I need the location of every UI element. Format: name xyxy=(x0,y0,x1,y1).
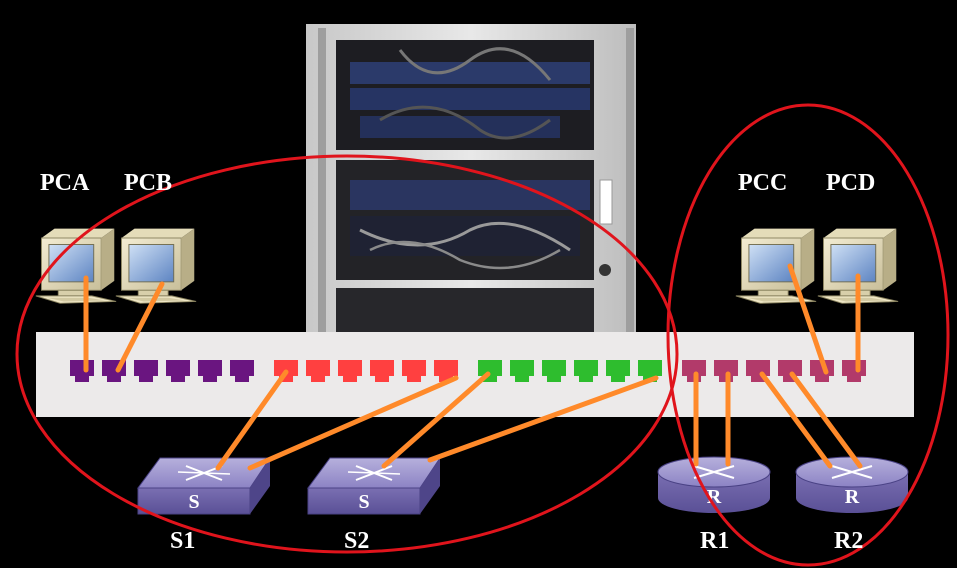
cable-pcb xyxy=(115,281,165,373)
cable-r2-b xyxy=(789,371,863,469)
port-2-5[interactable] xyxy=(402,360,426,382)
port-3-3[interactable] xyxy=(542,360,566,382)
cable-s2-green xyxy=(381,371,491,469)
group-ellipse-right xyxy=(666,103,950,567)
label-pcd: PCD xyxy=(826,170,875,196)
cable-s1-red xyxy=(215,369,289,471)
port-3-4[interactable] xyxy=(574,360,598,382)
switch-letter: S xyxy=(188,491,199,513)
cable-s2-green2 xyxy=(427,375,659,463)
router-r1[interactable]: R xyxy=(657,456,771,513)
label-pca: PCA xyxy=(40,170,90,196)
cable-pcc xyxy=(787,263,829,375)
group-ellipse-left xyxy=(15,154,679,554)
port-4-1[interactable] xyxy=(682,360,706,382)
switch-letter: S xyxy=(358,491,369,513)
port-4-5[interactable] xyxy=(810,360,834,382)
label-s1: S1 xyxy=(170,528,195,554)
switch-s2[interactable]: S xyxy=(307,457,441,515)
port-2-3[interactable] xyxy=(338,360,362,382)
router-r2[interactable]: R xyxy=(795,456,909,513)
port-1-6[interactable] xyxy=(230,360,254,382)
switch-icon xyxy=(307,457,441,515)
port-1-3[interactable] xyxy=(134,360,158,382)
label-r2: R2 xyxy=(834,528,863,554)
server-rack-photo xyxy=(306,24,636,334)
label-s2: S2 xyxy=(344,528,369,554)
pc-c[interactable] xyxy=(735,228,817,304)
label-r1: R1 xyxy=(700,528,729,554)
cables xyxy=(83,263,863,471)
cable-s1-green xyxy=(247,375,459,471)
router-icon xyxy=(657,456,771,513)
port-3-2[interactable] xyxy=(510,360,534,382)
pc-icon xyxy=(735,228,817,304)
router-letter: R xyxy=(845,486,860,508)
port-2-6[interactable] xyxy=(434,360,458,382)
port-2-4[interactable] xyxy=(370,360,394,382)
port-1-5[interactable] xyxy=(198,360,222,382)
label-pcc: PCC xyxy=(738,170,787,196)
label-pcb: PCB xyxy=(124,170,172,196)
port-1-4[interactable] xyxy=(166,360,190,382)
switch-s1[interactable]: S xyxy=(137,457,271,515)
port-4-2[interactable] xyxy=(714,360,738,382)
port-3-5[interactable] xyxy=(606,360,630,382)
cable-r2-a xyxy=(759,371,833,469)
switch-icon xyxy=(137,457,271,515)
port-2-2[interactable] xyxy=(306,360,330,382)
router-icon xyxy=(795,456,909,513)
